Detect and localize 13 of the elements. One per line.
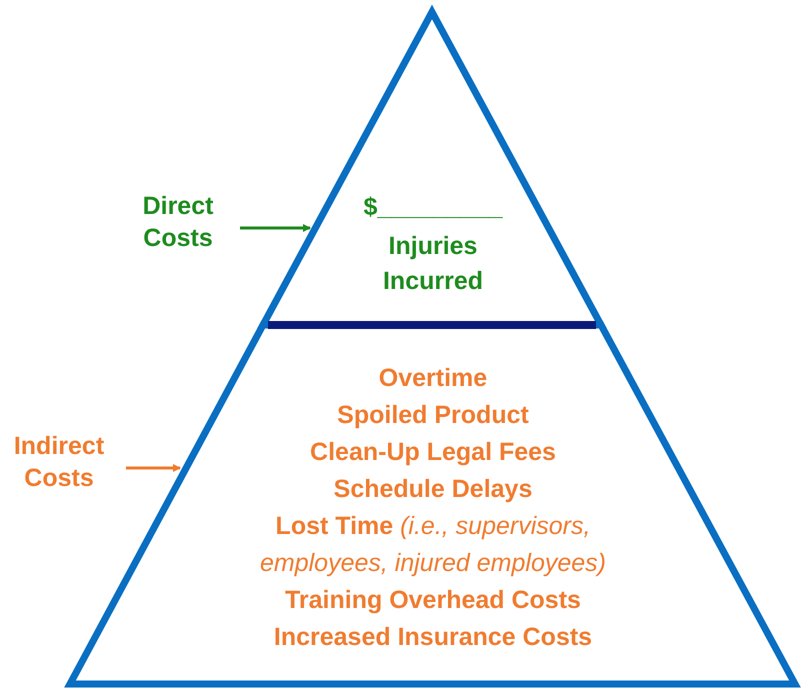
- cost-category-label: Direct Costs: [142, 191, 214, 254]
- cost-item: Lost Time (i.e., supervisors, employees, injured employees): [258, 511, 607, 579]
- cost-item: Schedule Delays: [332, 474, 534, 505]
- section-text: Injuries Incurred: [382, 231, 484, 297]
- arrow: [240, 224, 311, 232]
- cost-category-label: Indirect Costs: [12, 431, 106, 494]
- cost-item: Increased Insurance Costs: [272, 622, 594, 653]
- amount-fill-in-line: $_________: [363, 192, 503, 223]
- cost-item: Spoiled Product: [336, 400, 530, 431]
- cost-item: Training Overhead Costs: [284, 585, 582, 616]
- cost-item: Overtime: [378, 363, 488, 394]
- cost-item: Clean-Up Legal Fees: [309, 437, 557, 468]
- arrow: [126, 464, 181, 472]
